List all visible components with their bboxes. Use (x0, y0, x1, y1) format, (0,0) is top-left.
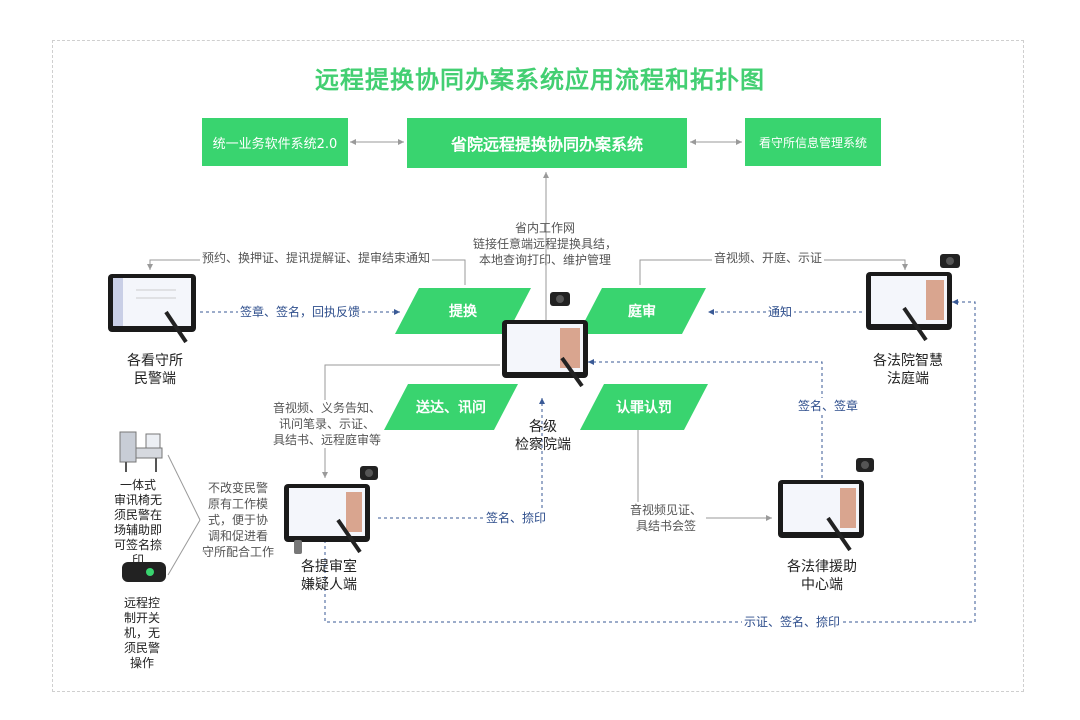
chair-note-line: 可签名捺 (113, 538, 162, 552)
left-flow-label: 音视频、义务告知、 讯问笔录、示证、 具结书、远程庭审等 (272, 400, 382, 448)
legal-flow-line: 音视频见证、 (629, 503, 702, 517)
court-top-label: 音视频、开庭、示证 (712, 250, 825, 266)
chair-icon (119, 431, 163, 472)
chair-note-line: 审讯椅无 (113, 493, 162, 507)
note-line: 式，便于协 (207, 513, 268, 527)
notice-label: 通知 (766, 304, 795, 320)
node-jianchayuan: 各级 检察院端 (508, 418, 578, 454)
node-name-line: 各级 (529, 419, 557, 435)
sign-bottom-label: 签名、捺印 (484, 510, 549, 526)
note-line: 不改变民警 (207, 481, 268, 495)
note-line: 原有工作模 (207, 497, 268, 511)
node-name-line: 中心端 (801, 577, 843, 593)
chair-note: 一体式 审讯椅无 须民警在 场辅助即 可签名捺 印 (108, 478, 168, 568)
notify-left-label: 预约、换押证、提讯提解证、提审结束通知 (200, 250, 433, 266)
network-label-line: 链接任意端远程提换具结， (472, 237, 617, 251)
detention-info-system-box: 看守所信息管理系统 (745, 118, 881, 166)
node-tishenshi: 各提审室 嫌疑人端 (284, 558, 374, 594)
remote-note-line: 机，无 (123, 626, 160, 640)
node-name-line: 各法院智慧 (873, 353, 943, 369)
process-songda: 送达、讯问 (384, 384, 518, 430)
chair-note-line: 一体式 (119, 478, 156, 492)
note-line: 调和促进看 (207, 529, 268, 543)
node-falv: 各法律援助 中心端 (772, 558, 872, 594)
left-flow-line: 具结书、远程庭审等 (272, 433, 381, 447)
network-label: 省内工作网 链接任意端远程提换具结， 本地查询打印、维护管理 (470, 220, 620, 268)
sign-right-label: 签名、签章 (796, 398, 861, 414)
node-name-line: 民警端 (134, 371, 176, 387)
left-flow-line: 讯问笔录、示证、 (278, 417, 375, 431)
note-line: 守所配合工作 (201, 545, 274, 559)
diagram-title: 远程提换协同办案系统应用流程和拓扑图 (315, 66, 765, 94)
sign-left-label: 签章、签名，回执反馈 (238, 304, 363, 320)
unified-business-system-box: 统一业务软件系统2.0 (202, 118, 348, 166)
diagram-frame (52, 40, 1024, 692)
no-change-note: 不改变民警 原有工作模 式，便于协 调和促进看 守所配合工作 (200, 480, 276, 560)
network-label-line: 本地查询打印、维护管理 (478, 253, 611, 267)
remote-note-line: 制开关 (123, 611, 160, 625)
remote-note-line: 须民警 (123, 641, 160, 655)
node-name-line: 嫌疑人端 (301, 577, 357, 593)
provincial-system-box: 省院远程提换协同办案系统 (407, 118, 687, 168)
monitor-icon (284, 466, 378, 554)
left-flow-line: 音视频、义务告知、 (272, 401, 381, 415)
node-name-line: 检察院端 (515, 437, 571, 453)
node-name-line: 各提审室 (301, 559, 357, 575)
node-name-line: 各看守所 (127, 353, 183, 369)
bottom-flow-label: 示证、签名、捺印 (742, 614, 843, 630)
monitor-icon (108, 274, 196, 344)
monitor-icon (778, 458, 874, 552)
remote-note: 远程控 制开关 机，无 须民警 操作 (112, 596, 172, 671)
process-renzui: 认罪认罚 (580, 384, 708, 430)
network-label-line: 省内工作网 (514, 221, 575, 235)
node-name-line: 法庭端 (887, 371, 929, 387)
monitor-icon (866, 254, 960, 342)
node-name-line: 各法律援助 (787, 559, 857, 575)
monitor-icon (502, 292, 588, 388)
legal-flow-label: 音视频见证、 具结书会签 (626, 502, 706, 534)
node-kanshousuo: 各看守所 民警端 (110, 352, 200, 388)
remote-note-line: 操作 (129, 656, 154, 670)
chair-note-line: 场辅助即 (113, 523, 162, 537)
remote-note-line: 远程控 (123, 596, 160, 610)
chair-note-line: 须民警在 (113, 508, 162, 522)
remote-box-icon (122, 562, 166, 582)
legal-flow-line: 具结书会签 (635, 519, 696, 533)
node-fayuan: 各法院智慧 法庭端 (858, 352, 958, 388)
process-tingshen: 庭审 (578, 288, 706, 334)
